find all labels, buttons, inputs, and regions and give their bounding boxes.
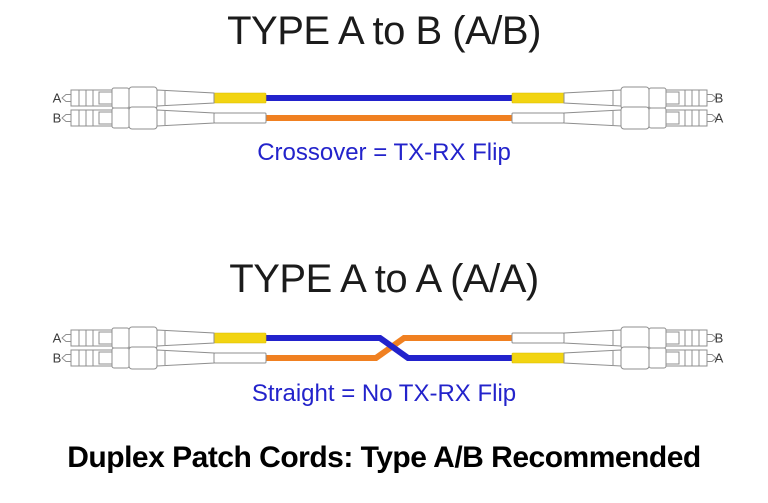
lc-duplex-connector-left [62, 87, 214, 129]
lc-duplex-connector-right [564, 87, 716, 129]
white-tube-right-top [511, 332, 565, 344]
port-label-left-bottom: B [53, 351, 62, 366]
lc-duplex-connector-left [62, 327, 214, 369]
white-tube-right-bottom [511, 112, 565, 124]
port-label-left-top: A [53, 91, 62, 106]
yellow-tube-right-bottom [511, 352, 565, 364]
diagram-ab-title: TYPE A to B (A/B) [227, 9, 541, 53]
white-tube-left-bottom [213, 352, 267, 364]
port-label-right-top: B [715, 91, 724, 106]
fiber-pair-straight-drawing [264, 95, 514, 121]
yellow-tube-right-top [511, 92, 565, 104]
lc-duplex-connector-right [564, 327, 716, 369]
blue-fiber-crossed [264, 335, 514, 361]
port-label-right-bottom: A [715, 351, 724, 366]
port-label-left-top: A [53, 331, 62, 346]
patch-cord-ab-illustration: A B B A [53, 78, 724, 138]
diagram-aa-caption: Straight = No TX-RX Flip [251, 380, 517, 407]
diagram-aa-title: TYPE A to A (A/A) [229, 257, 539, 301]
port-label-right-bottom: A [715, 111, 724, 126]
patch-cord-aa-illustration: A B B A [53, 318, 724, 378]
yellow-tube-left-top [213, 92, 267, 104]
yellow-tube-left-top [213, 332, 267, 344]
white-tube-left-bottom [213, 112, 267, 124]
footer-recommendation-title: Duplex Patch Cords: Type A/B Recommended [67, 441, 701, 474]
fiber-pair-crossed-drawing [264, 335, 514, 361]
port-label-left-bottom: B [53, 111, 62, 126]
diagram-ab-caption: Crossover = TX-RX Flip [257, 139, 511, 166]
port-label-right-top: B [715, 331, 724, 346]
